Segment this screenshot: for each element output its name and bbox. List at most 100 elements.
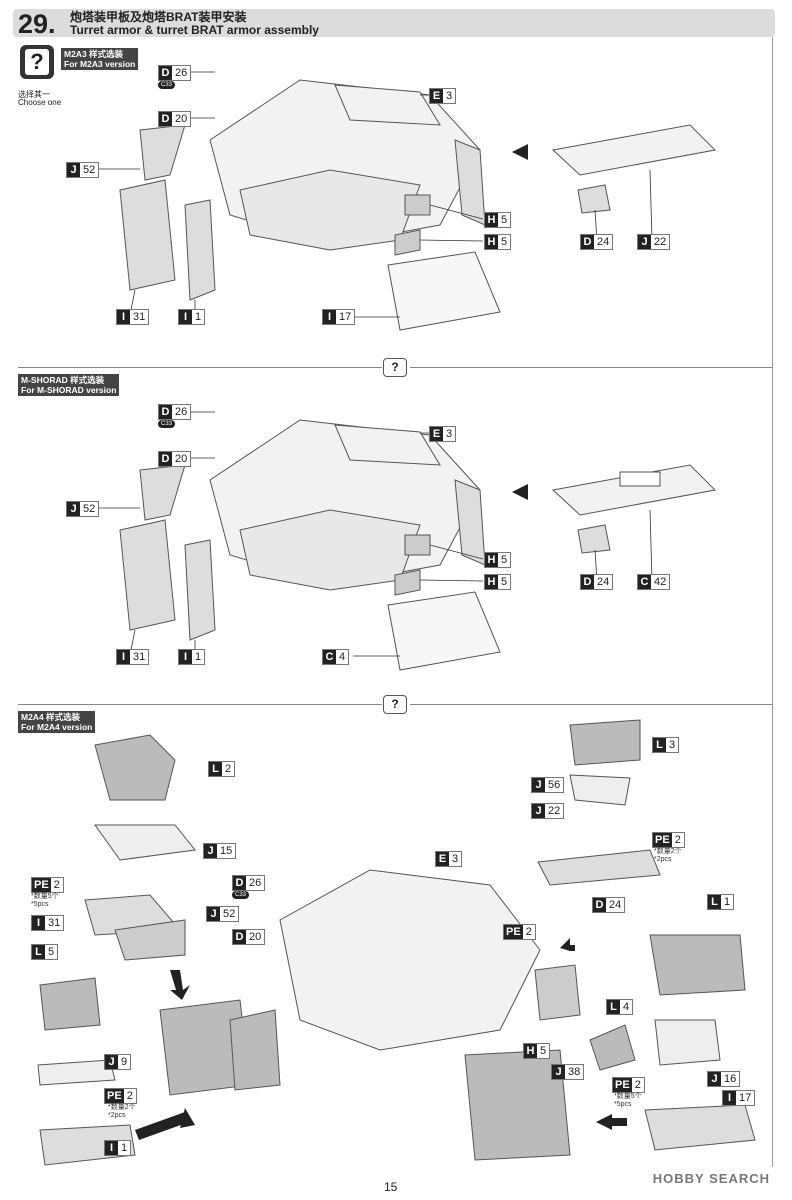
armor-block-l1-drawing — [649, 934, 746, 996]
section-tag-cn: M2A4 样式选装 — [21, 712, 81, 722]
arrow-down-icon — [170, 970, 190, 1000]
armor-plate-i17-drawing — [387, 251, 501, 331]
part-j52-drawing — [139, 124, 186, 181]
part-j15-drawing — [94, 824, 196, 861]
section-tag-en: For M-SHORAD version — [21, 385, 117, 395]
choose-one-cn: 选择其一 — [18, 90, 50, 99]
armor-block-l4-drawing — [589, 1024, 636, 1071]
section-tag-m2a3: M2A3 样式选装 For M2A3 version — [61, 48, 139, 70]
section-tag-cn: M-SHORAD 样式选装 — [21, 375, 105, 385]
step-header-bar — [13, 9, 775, 37]
step-title-cn: 炮塔装甲板及炮塔BRAT装甲安装 — [70, 10, 247, 24]
arrow-down-icon — [560, 938, 575, 951]
part-d24-drawing — [577, 524, 611, 554]
arrow-right-icon — [180, 1108, 195, 1128]
section-tag-en: For M2A4 version — [21, 722, 93, 732]
quantity-note: *数量5个*5pcs — [31, 893, 59, 908]
armor-block-l2-drawing — [94, 734, 176, 801]
part-j16-drawing — [654, 1019, 721, 1066]
step-title-en: Turret armor & turret BRAT armor assembl… — [70, 23, 319, 37]
section-tag-m2a4: M2A4 样式选装 For M2A4 version — [18, 711, 96, 733]
watermark-logo: HOBBY SEARCH — [652, 1171, 770, 1186]
choose-one-icon: ? — [20, 45, 54, 79]
section-tag-mshorad: M-SHORAD 样式选装 For M-SHORAD version — [18, 374, 120, 396]
page-number: 15 — [384, 1180, 398, 1194]
armor-block-l5-drawing — [39, 977, 101, 1031]
part-d24-drawing — [577, 184, 611, 214]
right-border-line — [772, 37, 773, 1167]
part-j9-drawing — [37, 1059, 116, 1086]
arrow-left-icon — [512, 484, 528, 500]
armor-plate-i31-drawing — [119, 519, 176, 631]
cement-c33-badge: C33 — [158, 420, 176, 428]
direction-arrows — [135, 144, 627, 1140]
armor-block-l3-drawing — [569, 719, 641, 766]
choose-one-en: Choose one — [18, 98, 62, 107]
armor-plate-e3-drawing — [334, 84, 441, 126]
section-divider — [18, 367, 382, 368]
armor-plate-i1-drawing — [184, 539, 216, 641]
armor-plate-c4-drawing — [387, 591, 501, 671]
arrow-left-icon — [596, 1114, 612, 1130]
armor-plate-e3-drawing — [334, 424, 441, 466]
part-j22-drawing — [551, 124, 717, 176]
arrow-right-icon — [135, 1112, 189, 1140]
question-mark-icon: ? — [25, 49, 49, 75]
section-tag-en: For M2A3 version — [64, 59, 136, 69]
section-divider — [410, 367, 772, 368]
step-number: 29. — [18, 9, 56, 39]
turret-body-drawing — [279, 869, 541, 1051]
quantity-note: *数量2个*2pcs — [108, 1104, 136, 1119]
section-divider — [410, 704, 772, 705]
part-j56-drawing — [569, 774, 631, 806]
armor-plate-i1-drawing — [184, 199, 216, 301]
section-tag-cn: M2A3 样式选装 — [64, 49, 124, 59]
arrow-left-icon — [512, 144, 528, 160]
alternative-question-icon: ? — [383, 358, 407, 377]
